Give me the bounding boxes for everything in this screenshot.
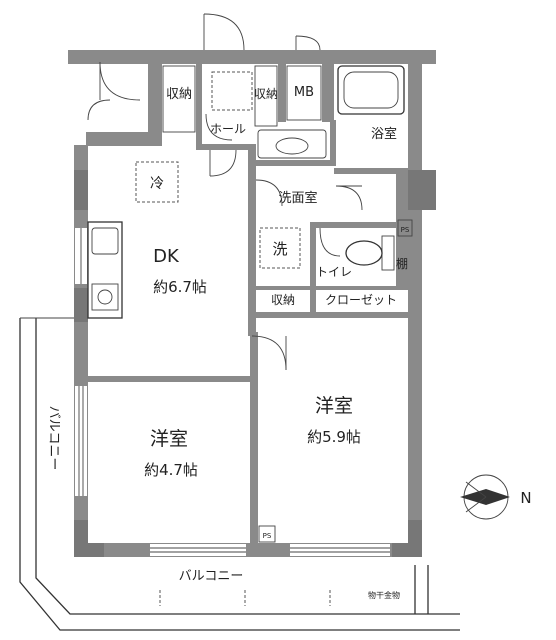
meter-box-area <box>286 65 322 121</box>
shelf-label: 棚 <box>396 256 408 271</box>
storage-top-left-text: 収納 <box>166 87 192 102</box>
western-small-area: 約4.7帖 <box>144 461 198 479</box>
balcony-side-label: バルコニー <box>46 406 61 471</box>
washer-label: 洗 <box>272 240 287 258</box>
western-large-name: 洋室 <box>315 395 353 417</box>
kitchen-counter <box>87 221 123 319</box>
storage-top-mid-label: 収納 <box>254 87 278 101</box>
ps-bottom-label: PS <box>263 532 272 540</box>
refrigerator-label: 冷 <box>150 176 164 192</box>
bathroom-label: 浴室 <box>371 126 397 142</box>
ps-right-box <box>397 219 413 237</box>
storage-top-left-label-1: 収納 <box>166 87 192 102</box>
toilet-label: トイレ <box>316 265 352 279</box>
closet-label: クローゼット <box>325 293 397 307</box>
ps-right-label: PS <box>401 226 410 234</box>
balcony-outline <box>19 317 460 631</box>
refrigerator-space <box>135 161 179 203</box>
interior-doors <box>209 149 363 371</box>
storage-mid-label: 収納 <box>271 293 295 307</box>
dk-room-area: 約6.7帖 <box>153 278 207 296</box>
western-large-area: 約5.9帖 <box>307 428 361 446</box>
dk-room-name: DK <box>153 246 180 267</box>
laundry-hanger-label: 物干金物 <box>368 590 400 600</box>
toilet-bowl <box>345 235 395 271</box>
entrance-outer-door <box>87 13 321 121</box>
washer-space <box>259 227 301 269</box>
hall-label: ホール <box>210 122 246 136</box>
storage-top-left-box <box>162 65 196 133</box>
windows <box>75 228 390 556</box>
storage-top-mid-box <box>254 65 278 127</box>
north-label: N <box>520 489 531 507</box>
compass-icon <box>460 474 510 520</box>
wash-basin <box>257 129 327 159</box>
bathtub <box>337 65 405 115</box>
meter-box-label: MB <box>294 85 314 100</box>
balcony-bottom-label: バルコニー <box>179 569 244 584</box>
washroom-label: 洗面室 <box>278 190 317 206</box>
western-small-name: 洋室 <box>150 428 188 450</box>
ps-bottom-box <box>258 525 276 543</box>
partition-walls <box>88 64 408 543</box>
hall-floor <box>205 71 253 141</box>
